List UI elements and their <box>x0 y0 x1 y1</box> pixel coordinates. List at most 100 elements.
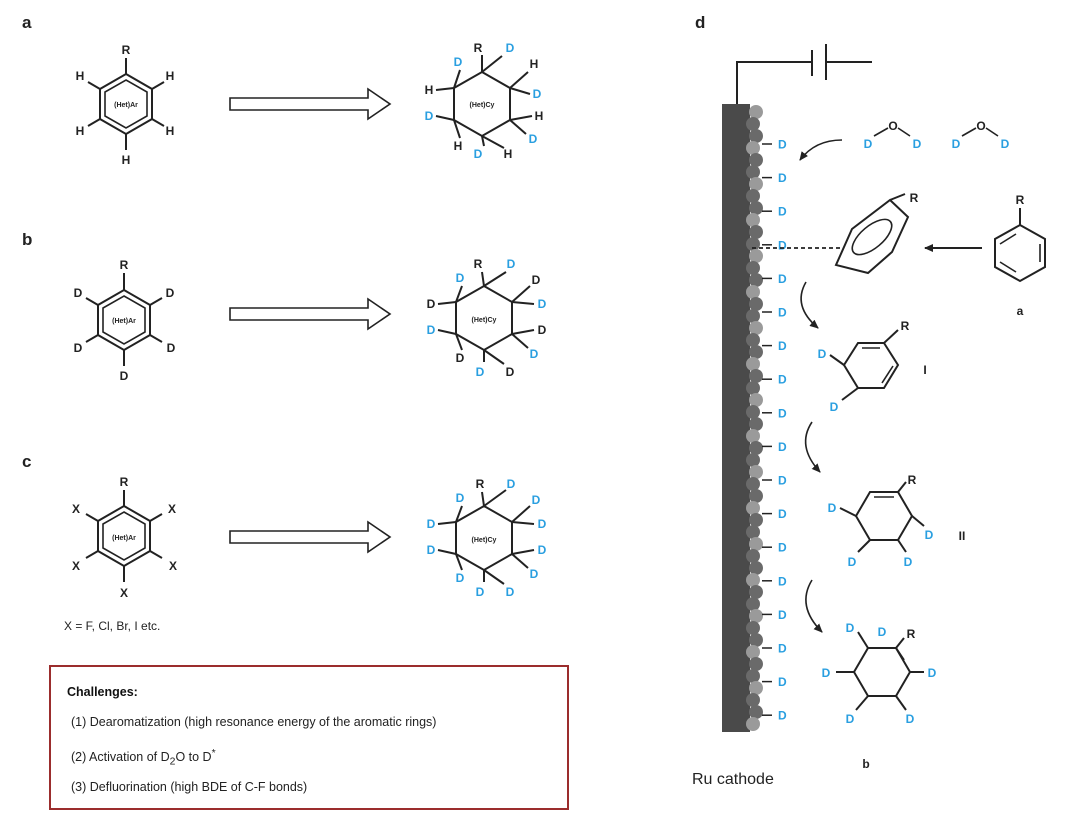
nanoparticle <box>746 573 760 587</box>
nanoparticle <box>746 165 760 179</box>
atom-d: D <box>530 347 539 361</box>
surface-deuterium: D <box>778 205 787 219</box>
atom-d: D <box>906 712 915 726</box>
atom-d: D <box>928 666 937 680</box>
atom-o: O <box>888 119 897 133</box>
panel-label-d: d <box>695 13 705 32</box>
substituent-r: R <box>474 257 483 271</box>
nanoparticle <box>749 537 763 551</box>
nanoparticle <box>746 357 760 371</box>
nanoparticle <box>746 309 760 323</box>
nanoparticle <box>746 261 760 275</box>
atom-h: H <box>122 153 131 167</box>
nanoparticle <box>749 297 763 311</box>
power-source <box>736 44 872 104</box>
atom-d: D <box>846 712 855 726</box>
reaction-arrow-c <box>229 520 392 554</box>
product-label: b <box>862 757 869 771</box>
nanoparticle <box>746 189 760 203</box>
challenge-2-superscript: * <box>211 748 216 759</box>
atom-d: D <box>427 517 436 531</box>
atom-d: D <box>952 137 961 151</box>
nanoparticle <box>749 705 763 719</box>
substituent-r: R <box>120 475 129 489</box>
atom-d: D <box>506 41 515 55</box>
ring-label-het-ar: (Het)Ar <box>112 318 136 325</box>
atom-d: D <box>846 621 855 635</box>
panel-label-a: a <box>22 13 32 32</box>
atom-d: D <box>830 400 839 414</box>
substituent-r: R <box>1016 193 1025 207</box>
atom-x: X <box>168 502 176 516</box>
nanoparticle <box>746 693 760 707</box>
atom-h: H <box>166 124 175 138</box>
surface-deuterium: D <box>778 339 787 353</box>
nanoparticle <box>749 321 763 335</box>
atom-o: O <box>976 119 985 133</box>
nanoparticle <box>746 645 760 659</box>
substituent-r: R <box>901 319 910 333</box>
nanoparticle <box>746 501 760 515</box>
substituent-r: R <box>907 627 916 641</box>
atom-d: D <box>538 543 547 557</box>
product-cyclohexane: D D R D D D D b <box>822 621 937 771</box>
nanoparticle <box>749 153 763 167</box>
nanoparticle-layer <box>746 105 763 731</box>
nanoparticle <box>746 285 760 299</box>
nanoparticle <box>746 141 760 155</box>
substituent-r: R <box>476 477 485 491</box>
surface-deuterium: D <box>778 541 787 555</box>
arene-c: R X X X X X (Het)Ar <box>72 475 177 600</box>
nanoparticle <box>746 669 760 683</box>
atom-h: H <box>76 124 85 138</box>
challenge-2-subscript: 2 <box>169 756 176 768</box>
atom-d: D <box>507 477 516 491</box>
nanoparticle <box>746 405 760 419</box>
atom-x: X <box>120 586 128 600</box>
atom-h: H <box>166 69 175 83</box>
nanoparticle <box>749 369 763 383</box>
atom-x: X <box>169 559 177 573</box>
atom-d: D <box>456 271 465 285</box>
ring-label-het-ar: (Het)Ar <box>114 102 138 109</box>
atom-d: D <box>818 347 827 361</box>
challenge-2-text-mid: O to D <box>175 750 212 765</box>
atom-d: D <box>530 567 539 581</box>
atom-d: D <box>864 137 873 151</box>
surface-deuterium: D <box>778 574 787 588</box>
atom-d: D <box>167 341 176 355</box>
atom-d: D <box>74 286 83 300</box>
substrate-benzene: R a <box>994 193 1046 318</box>
atom-d: D <box>427 323 436 337</box>
nanoparticle <box>746 429 760 443</box>
nanoparticle <box>749 345 763 359</box>
atom-d: D <box>74 341 83 355</box>
cathode-label: Ru cathode <box>692 771 774 788</box>
nanoparticle <box>746 333 760 347</box>
atom-d: D <box>425 109 434 123</box>
surface-deuterium: D <box>778 138 787 152</box>
surface-deuterium: D <box>778 440 787 454</box>
nanoparticle <box>749 441 763 455</box>
surface-deuterium: D <box>778 238 787 252</box>
nanoparticle <box>746 549 760 563</box>
surface-deuterium: D <box>778 373 787 387</box>
atom-d: D <box>506 585 515 599</box>
atom-d: D <box>538 323 547 337</box>
surface-deuterium: D <box>778 306 787 320</box>
substituent-r: R <box>908 473 917 487</box>
atom-d: D <box>454 55 463 69</box>
atom-d: D <box>925 528 934 542</box>
atom-d: D <box>538 517 547 531</box>
atom-d: D <box>507 257 516 271</box>
arene-b: R D D D D D (Het)Ar <box>74 258 176 383</box>
cyclohexane-b: R D D D D D D D D D D D (Het)Cy <box>427 257 547 379</box>
cyclohexane-c: R D D D D D D D D D D D (Het)Cy <box>427 477 547 599</box>
challenges-box: Challenges: (1) Dearomatization (high re… <box>49 665 569 810</box>
surface-deuterium: D <box>778 406 787 420</box>
reaction-arrow-b <box>229 297 392 331</box>
ring-label-het-cy: (Het)Cy <box>472 317 497 324</box>
nanoparticle <box>749 129 763 143</box>
